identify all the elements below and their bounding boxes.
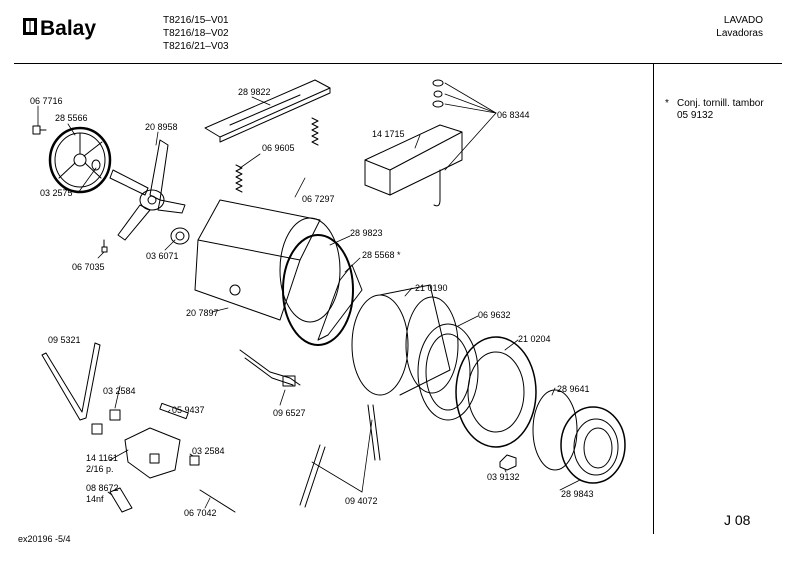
legend-divider bbox=[653, 64, 654, 534]
part-label-screw: 06 7035 bbox=[72, 262, 105, 272]
part-label-drum: 21 0190 bbox=[415, 283, 448, 293]
spring-drawing bbox=[235, 117, 319, 193]
header-divider bbox=[14, 63, 782, 64]
model-code: T8216/21–V03 bbox=[163, 41, 229, 52]
part-label-nut: 03 9132 bbox=[487, 472, 520, 482]
part-label-pulley: 28 5566 bbox=[55, 113, 88, 123]
legend-note: * Conj. tornill. tambor 05 9132 bbox=[665, 98, 764, 122]
front-frame-drawing bbox=[455, 336, 537, 448]
bearing-drawing bbox=[170, 227, 190, 245]
part-label-long-screw: 06 7042 bbox=[184, 508, 217, 518]
part-label-outer-tub: 20 7897 bbox=[186, 308, 219, 318]
washer-drawing bbox=[91, 159, 101, 171]
part-label-tub-seal-ring: 28 9823 bbox=[350, 228, 383, 238]
brand-name: Balay bbox=[40, 17, 96, 40]
gasket-drawing bbox=[417, 323, 479, 421]
heater-drawing bbox=[239, 349, 301, 387]
part-label-bushing: 03 2584 bbox=[103, 386, 136, 396]
part-label-bolt-set: 06 8344 bbox=[497, 110, 530, 120]
part-label-front-frame: 21 0204 bbox=[518, 334, 551, 344]
part-label-shock-absorber: 09 4072 bbox=[345, 496, 378, 506]
legend-symbol: * bbox=[665, 98, 669, 109]
part-label-gasket: 06 9632 bbox=[478, 310, 511, 320]
part-label-washer: 03 2575 bbox=[40, 188, 73, 198]
section-heading: LAVADO Lavadoras bbox=[716, 14, 763, 40]
part-label-counterweight: 14 1715 bbox=[372, 129, 405, 139]
part-label-capacitor-note: 14nf bbox=[86, 494, 104, 504]
part-label-heater: 09 6527 bbox=[273, 408, 306, 418]
part-label-cross-spider: 20 8958 bbox=[145, 122, 178, 132]
screw-drawing bbox=[101, 239, 108, 253]
document-reference: ex20196 -5/4 bbox=[18, 534, 71, 544]
part-label-bearing: 03 6071 bbox=[146, 251, 179, 261]
nut-drawing bbox=[499, 454, 517, 471]
part-label-clip: 06 7297 bbox=[302, 194, 335, 204]
cross-spider-drawing bbox=[109, 139, 186, 241]
bolt-set-drawing bbox=[432, 79, 444, 207]
drum-drawing bbox=[351, 284, 459, 396]
part-label-top-bracket: 28 9822 bbox=[238, 87, 271, 97]
part-label-belt: 09 5321 bbox=[48, 335, 81, 345]
part-label-spring-ring: 28 9641 bbox=[557, 384, 590, 394]
top-bracket-drawing bbox=[204, 79, 331, 143]
shock-absorber-drawing bbox=[299, 404, 381, 508]
section-subtitle: Lavadoras bbox=[716, 28, 763, 39]
legend-code: 05 9132 bbox=[677, 110, 714, 121]
part-label-door: 28 9843 bbox=[561, 489, 594, 499]
part-label-bushing-2: 03 2584 bbox=[192, 446, 225, 456]
counterweight-drawing bbox=[364, 124, 463, 196]
part-label-drum-support: 28 5568 * bbox=[362, 250, 401, 260]
clamp-drawing bbox=[159, 402, 189, 420]
balay-logo-icon: Balay bbox=[23, 17, 96, 40]
part-label-motor: 14 1161 bbox=[86, 453, 118, 463]
tub-seal-ring-drawing bbox=[282, 234, 354, 346]
outer-tub-drawing bbox=[194, 199, 341, 323]
part-label-clamp: 05 9437 bbox=[172, 405, 205, 415]
belt-drawing bbox=[41, 342, 101, 421]
spring-ring-drawing bbox=[532, 389, 578, 471]
part-label-capacitor: 08 8672 bbox=[86, 483, 119, 493]
brand-logo: Balay bbox=[22, 12, 122, 42]
part-label-bolt: 06 7716 bbox=[30, 96, 63, 106]
door-drawing bbox=[560, 406, 626, 484]
bushing-drawing bbox=[91, 409, 200, 466]
leader-lines bbox=[37, 82, 581, 509]
model-code: T8216/15–V01 bbox=[163, 15, 229, 26]
page-number: J 08 bbox=[724, 512, 751, 528]
part-label-spring: 06 9605 bbox=[262, 143, 295, 153]
model-code: T8216/18–V02 bbox=[163, 28, 229, 39]
long-screw-drawing bbox=[199, 489, 236, 513]
pulley-drawing bbox=[48, 126, 112, 194]
legend-text: Conj. tornill. tambor bbox=[677, 98, 764, 109]
part-label-motor-note: 2/16 p. bbox=[86, 464, 114, 474]
motor-drawing bbox=[124, 427, 181, 479]
capacitor-drawing bbox=[109, 487, 133, 513]
bolt-drawing bbox=[32, 125, 47, 135]
model-list: T8216/15–V01 T8216/18–V02 T8216/21–V03 bbox=[163, 14, 229, 53]
section-title: LAVADO bbox=[723, 15, 763, 26]
